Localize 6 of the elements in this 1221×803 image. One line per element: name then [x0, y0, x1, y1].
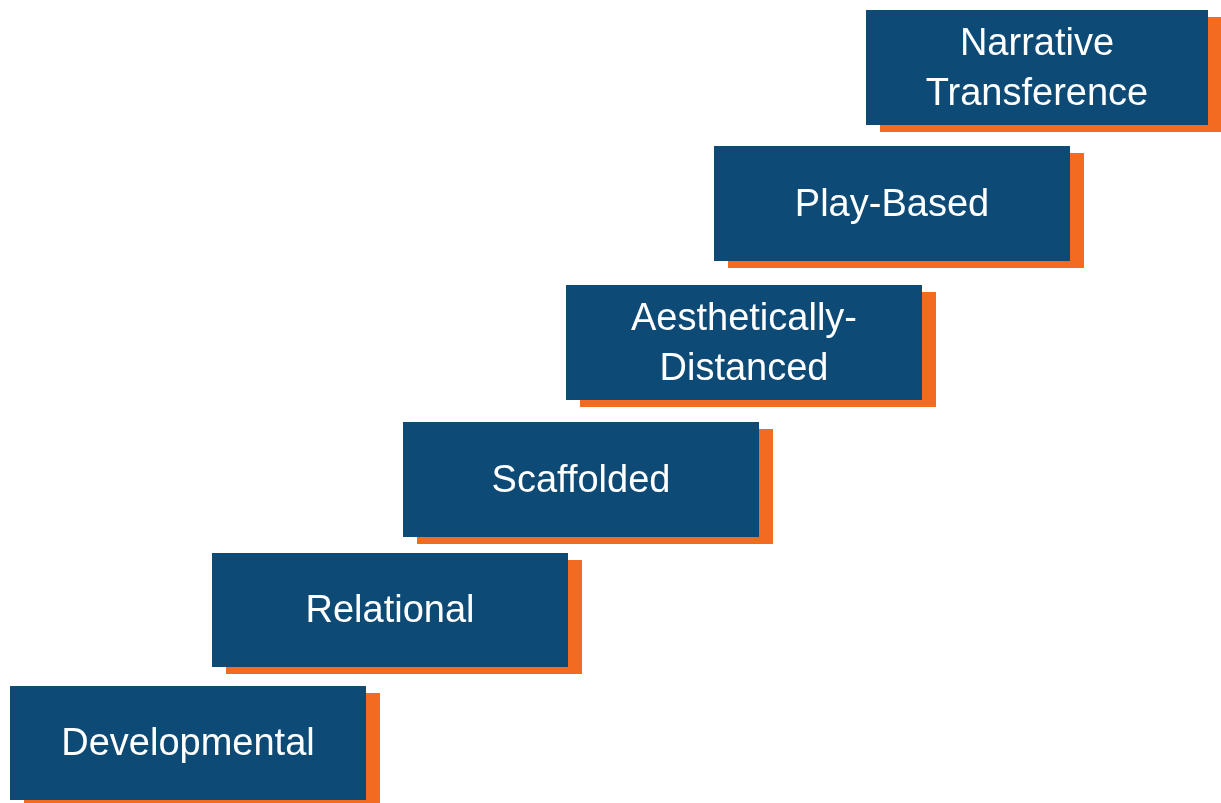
- step-label: Developmental: [61, 720, 315, 766]
- step-label: Narrative Transference: [924, 20, 1150, 115]
- step-label: Play-Based: [794, 180, 990, 226]
- step-label: Scaffolded: [491, 456, 671, 502]
- step-label: Aesthetically-Distanced: [630, 295, 858, 390]
- step-label: Relational: [305, 587, 475, 633]
